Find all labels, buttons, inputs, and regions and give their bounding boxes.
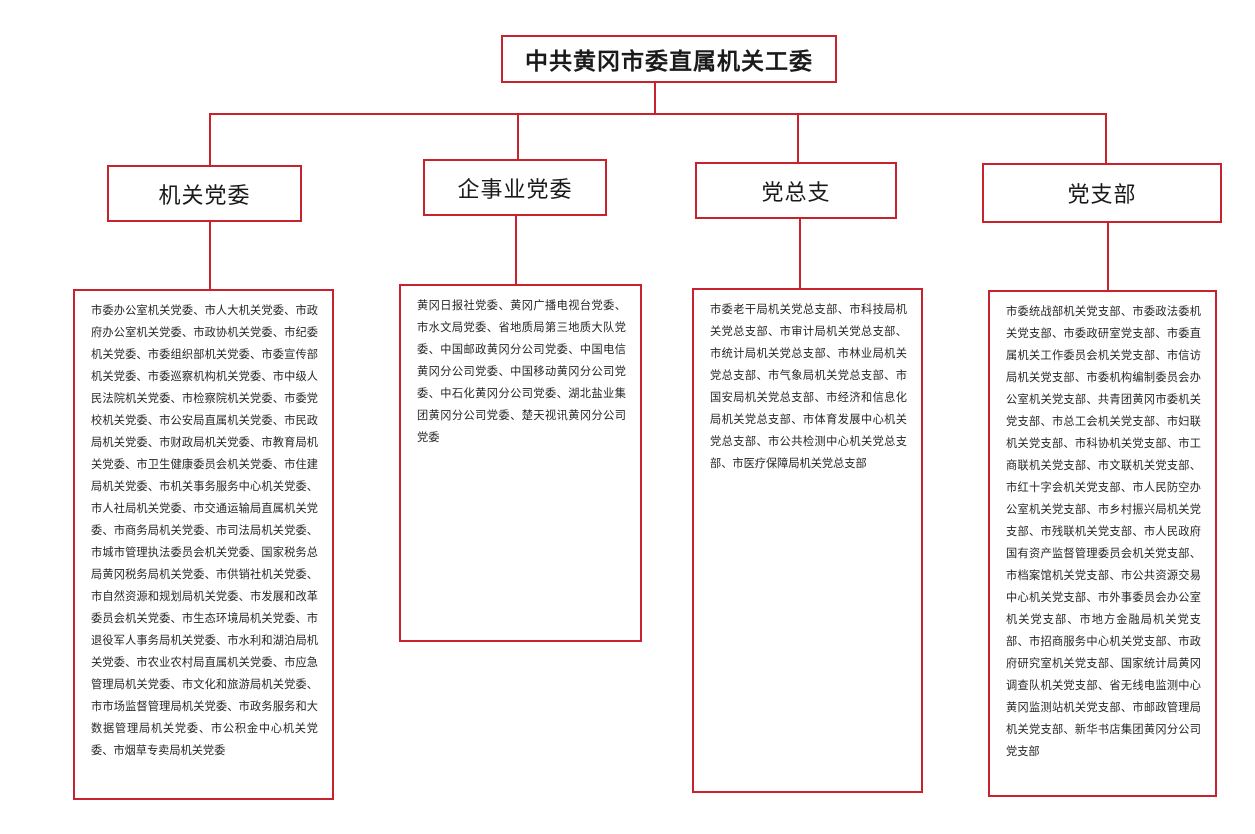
root-title: 中共黄冈市委直属机关工委 [525, 49, 813, 75]
branch-content-dangzongzhi: 市委老干局机关党总支部、市科技局机关党总支部、市审计局机关党总支部、市统计局机关… [692, 288, 923, 793]
branch-content-text-dangzongzhi: 市委老干局机关党总支部、市科技局机关党总支部、市审计局机关党总支部、市统计局机关… [710, 303, 907, 470]
branch-title-dangzongzhi: 党总支 [761, 180, 831, 206]
branch-node-jiguan: 机关党委 [107, 165, 302, 222]
branch-content-text-qishiye: 黄冈日报社党委、黄冈广播电视台党委、市水文局党委、省地质局第三地质大队党委、中国… [417, 299, 626, 444]
branch-node-dangzongzhi: 党总支 [695, 162, 897, 219]
branch-title-jiguan: 机关党委 [158, 183, 251, 209]
branch-node-qishiye: 企事业党委 [423, 159, 607, 216]
branch-content-qishiye: 黄冈日报社党委、黄冈广播电视台党委、市水文局党委、省地质局第三地质大队党委、中国… [399, 284, 642, 642]
branch-node-dangzhibu: 党支部 [982, 163, 1222, 223]
branch-content-jiguan: 市委办公室机关党委、市人大机关党委、市政府办公室机关党委、市政协机关党委、市纪委… [73, 289, 334, 800]
root-node: 中共黄冈市委直属机关工委 [501, 35, 837, 83]
branch-title-qishiye: 企事业党委 [457, 177, 573, 203]
branch-content-text-dangzhibu: 市委统战部机关党支部、市委政法委机关党支部、市委政研室党支部、市委直属机关工作委… [1006, 305, 1201, 758]
branch-content-text-jiguan: 市委办公室机关党委、市人大机关党委、市政府办公室机关党委、市政协机关党委、市纪委… [91, 304, 318, 757]
branch-title-dangzhibu: 党支部 [1067, 183, 1137, 208]
branch-content-dangzhibu: 市委统战部机关党支部、市委政法委机关党支部、市委政研室党支部、市委直属机关工作委… [988, 290, 1217, 797]
